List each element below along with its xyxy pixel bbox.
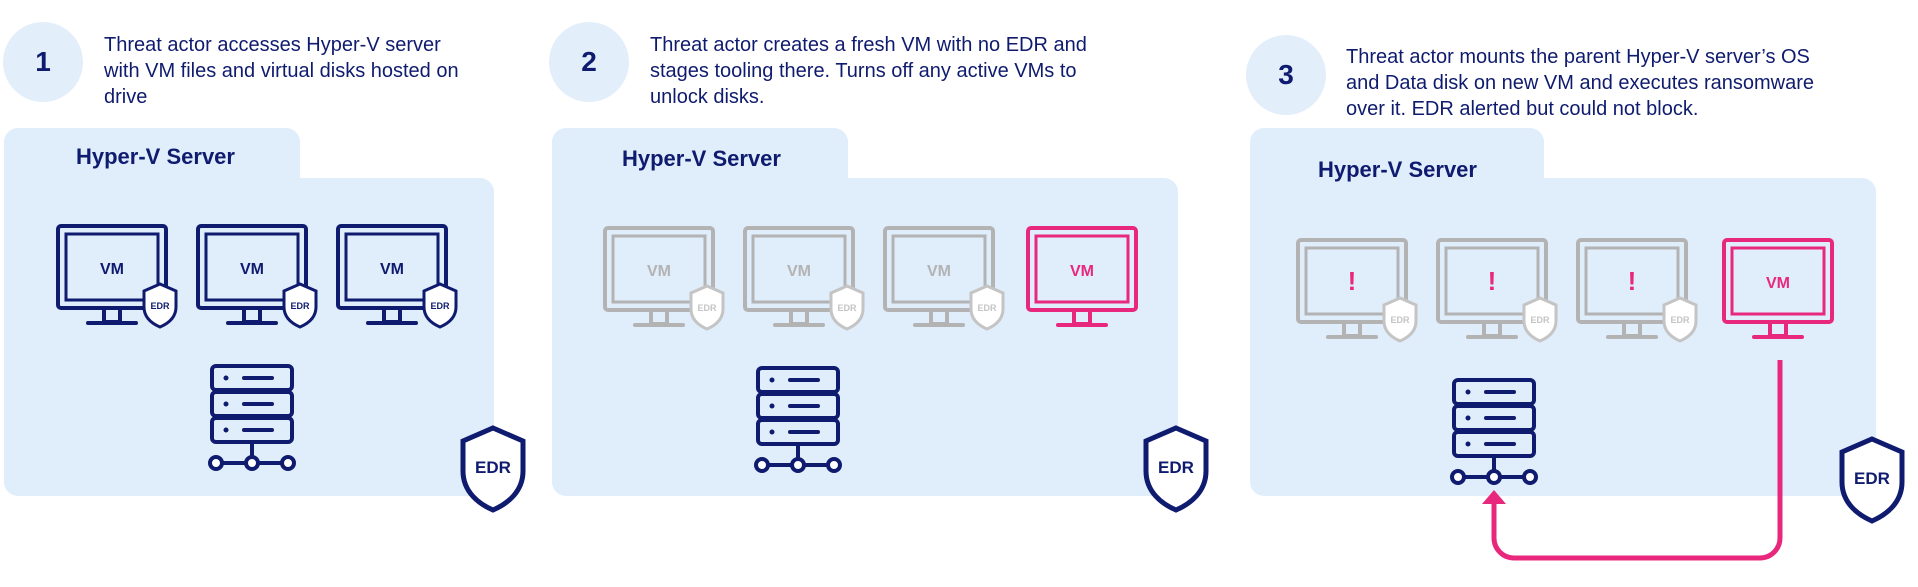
mount-connector xyxy=(1491,360,1783,561)
vm-monitor-off: VM EDR xyxy=(603,226,725,331)
edr-badge-label: EDR xyxy=(1670,315,1690,325)
alert-icon: ! xyxy=(1628,266,1637,296)
server-title-1: Hyper-V Server xyxy=(76,144,235,169)
panel-2: Hyper-V Server VM EDR VM EDR VM EDR VM xyxy=(552,128,1206,510)
step-3-description: Threat actor mounts the parent Hyper-V s… xyxy=(1346,46,1815,120)
vm-label: VM xyxy=(1766,275,1790,292)
edr-badge-label: EDR xyxy=(697,303,717,313)
step-1-description: Threat actor accesses Hyper-V server wit… xyxy=(104,34,459,108)
alert-icon: ! xyxy=(1488,266,1497,296)
panel-1: Hyper-V Server VM EDR VM EDR VM EDR EDR xyxy=(4,128,523,510)
step-1-number: 1 xyxy=(3,22,83,102)
server-title-3: Hyper-V Server xyxy=(1318,157,1477,182)
host-edr-shield: EDR xyxy=(1842,439,1902,521)
edr-badge-label: EDR xyxy=(837,303,857,313)
vm-label: VM xyxy=(787,263,811,280)
vm-label: VM xyxy=(380,261,404,278)
vm-monitor-off: VM EDR xyxy=(743,226,865,331)
edr-badge-label: EDR xyxy=(290,301,310,311)
vm-monitor-off: VM EDR xyxy=(883,226,1005,331)
vm-label: VM xyxy=(1070,263,1094,280)
host-edr-label: EDR xyxy=(1158,458,1194,477)
server-panel-3 xyxy=(1250,128,1876,496)
vm-monitor-encrypted: ! EDR xyxy=(1576,238,1698,343)
server-panel-1 xyxy=(4,128,494,496)
server-panel-2 xyxy=(552,128,1178,496)
attacker-vm-monitor: VM xyxy=(1722,238,1834,339)
vm-label: VM xyxy=(100,261,124,278)
vm-label: VM xyxy=(240,261,264,278)
step-2-description: Threat actor creates a fresh VM with no … xyxy=(650,34,1087,108)
vm-monitor: VM EDR xyxy=(336,224,458,329)
edr-badge-label: EDR xyxy=(977,303,997,313)
host-edr-label: EDR xyxy=(475,458,511,477)
alert-icon: ! xyxy=(1348,266,1357,296)
edr-badge-label: EDR xyxy=(1530,315,1550,325)
host-edr-shield: EDR xyxy=(1146,428,1206,510)
host-edr-shield: EDR xyxy=(463,428,523,510)
edr-badge-label: EDR xyxy=(1390,315,1410,325)
panel-3: Hyper-V Server ! EDR ! EDR ! EDR VM xyxy=(1250,128,1902,561)
vm-monitor-encrypted: ! EDR xyxy=(1296,238,1418,343)
edr-badge-label: EDR xyxy=(150,301,170,311)
vm-label: VM xyxy=(647,263,671,280)
attacker-vm-monitor: VM xyxy=(1026,226,1138,327)
host-edr-label: EDR xyxy=(1854,469,1890,488)
vm-monitor: VM EDR xyxy=(196,224,318,329)
step-2-number: 2 xyxy=(549,22,629,102)
vm-label: VM xyxy=(927,263,951,280)
step-3-number: 3 xyxy=(1246,35,1326,115)
vm-monitor-encrypted: ! EDR xyxy=(1436,238,1558,343)
vm-monitor: VM EDR xyxy=(56,224,178,329)
edr-badge-label: EDR xyxy=(430,301,450,311)
arrow-up-icon xyxy=(1482,490,1506,504)
server-title-2: Hyper-V Server xyxy=(622,146,781,171)
